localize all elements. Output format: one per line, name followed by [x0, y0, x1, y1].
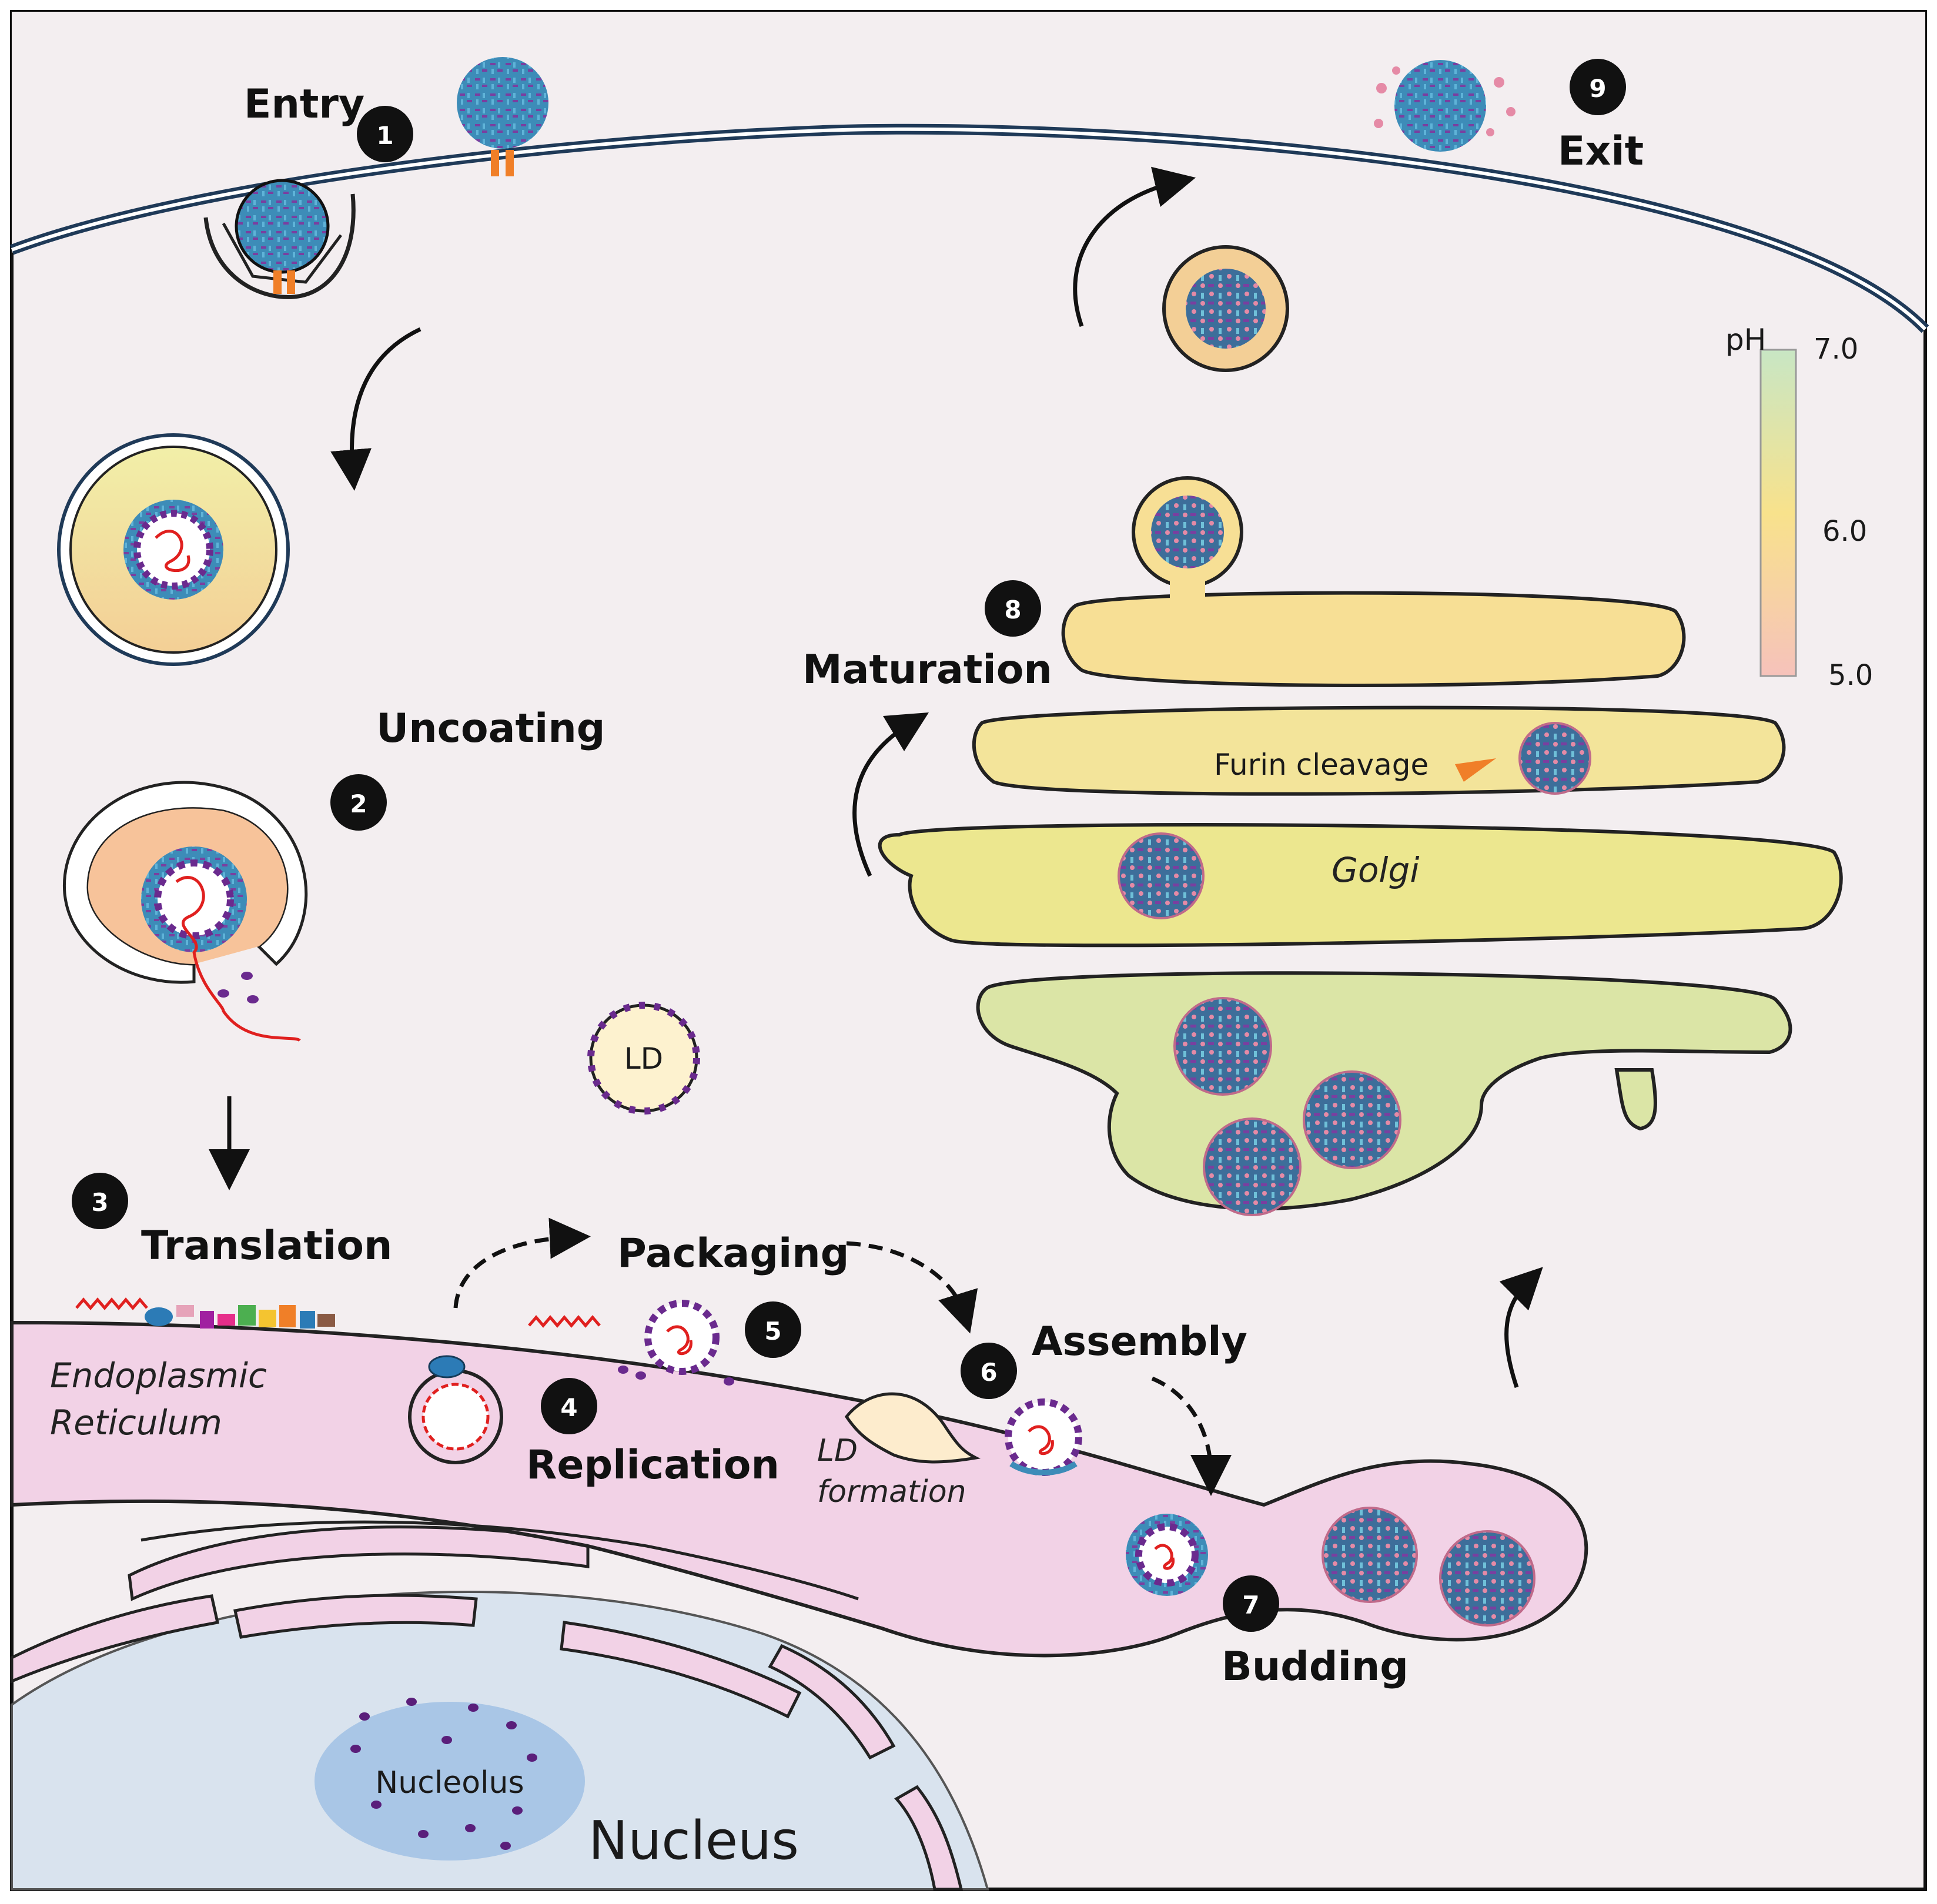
ph-scale-title: pH [1725, 323, 1766, 357]
svg-text:8: 8 [1004, 595, 1021, 624]
er-virion-1 [1322, 1507, 1418, 1603]
label-er-line1: Endoplasmic [50, 1356, 267, 1396]
label-exit: Exit [1558, 128, 1644, 175]
label-furin-cleavage: Furin cleavage [1214, 748, 1429, 782]
label-assembly: Assembly [1032, 1319, 1247, 1365]
ph-tick-5: 5.0 [1828, 659, 1873, 692]
entry-virion [457, 57, 548, 149]
label-packaging: Packaging [617, 1230, 849, 1277]
viral-rna-released [175, 876, 301, 1042]
free-rna [528, 1315, 601, 1328]
nucleocapsid [644, 1300, 720, 1375]
label-ld-formation-2: formation [817, 1474, 966, 1510]
label-ld: LD [624, 1042, 663, 1076]
ribosome-icon [428, 1355, 466, 1378]
step-badge-2: 2 [330, 774, 387, 831]
svg-text:3: 3 [91, 1188, 108, 1217]
label-entry: Entry [244, 81, 364, 128]
clathrin-coated-pit [203, 179, 356, 299]
step-badge-8: 8 [985, 580, 1041, 637]
polyprotein [75, 1297, 148, 1310]
exiting-virion [1394, 60, 1486, 152]
svg-text:9: 9 [1589, 74, 1606, 103]
mature-virions [1118, 722, 1591, 1216]
step-badge-3: 3 [72, 1173, 128, 1229]
svg-text:6: 6 [980, 1358, 997, 1387]
label-golgi: Golgi [1332, 850, 1419, 890]
assembly-nucleocapsid [1005, 1398, 1082, 1476]
ph-tick-7: 7.0 [1814, 333, 1858, 366]
svg-text:4: 4 [560, 1393, 577, 1422]
label-budding: Budding [1222, 1644, 1409, 1690]
ph-scale-bar [1759, 349, 1797, 677]
er-virion-2 [1439, 1530, 1535, 1627]
label-nucleus: Nucleus [588, 1810, 799, 1872]
step-badge-4: 4 [541, 1378, 597, 1434]
label-replication: Replication [526, 1442, 780, 1488]
nuclear-envelope [10, 1525, 964, 1891]
nucleolus-dots [350, 1698, 537, 1850]
polyprotein-domains [176, 1305, 335, 1329]
label-uncoating: Uncoating [376, 705, 605, 752]
svg-text:1: 1 [376, 121, 393, 150]
step-badge-5: 5 [745, 1301, 801, 1358]
step-badge-7: 7 [1223, 1575, 1279, 1632]
step-badges: 1 2 3 4 5 6 7 8 9 [72, 59, 1626, 1632]
step-badge-9: 9 [1570, 59, 1626, 115]
furin-icon [1455, 758, 1496, 782]
step-badge-6: 6 [961, 1343, 1017, 1399]
er-inner-lumen [140, 1520, 859, 1601]
step-badge-1: 1 [357, 106, 413, 162]
flow-arrows [209, 166, 1543, 1496]
svg-text:5: 5 [764, 1317, 781, 1346]
label-maturation: Maturation [802, 647, 1052, 693]
label-translation: Translation [141, 1223, 392, 1269]
cleaved-fragments [1374, 66, 1516, 136]
nucleolus [315, 1702, 585, 1861]
svg-text:7: 7 [1242, 1591, 1259, 1619]
label-er-line2: Reticulum [50, 1403, 222, 1443]
ld-formation [844, 1392, 981, 1464]
svg-text:2: 2 [350, 789, 367, 818]
receptor-icon [491, 150, 499, 176]
label-ld-formation-1: LD [817, 1433, 858, 1468]
label-nucleolus: Nucleolus [375, 1765, 524, 1801]
ph-tick-6: 6.0 [1822, 515, 1867, 548]
